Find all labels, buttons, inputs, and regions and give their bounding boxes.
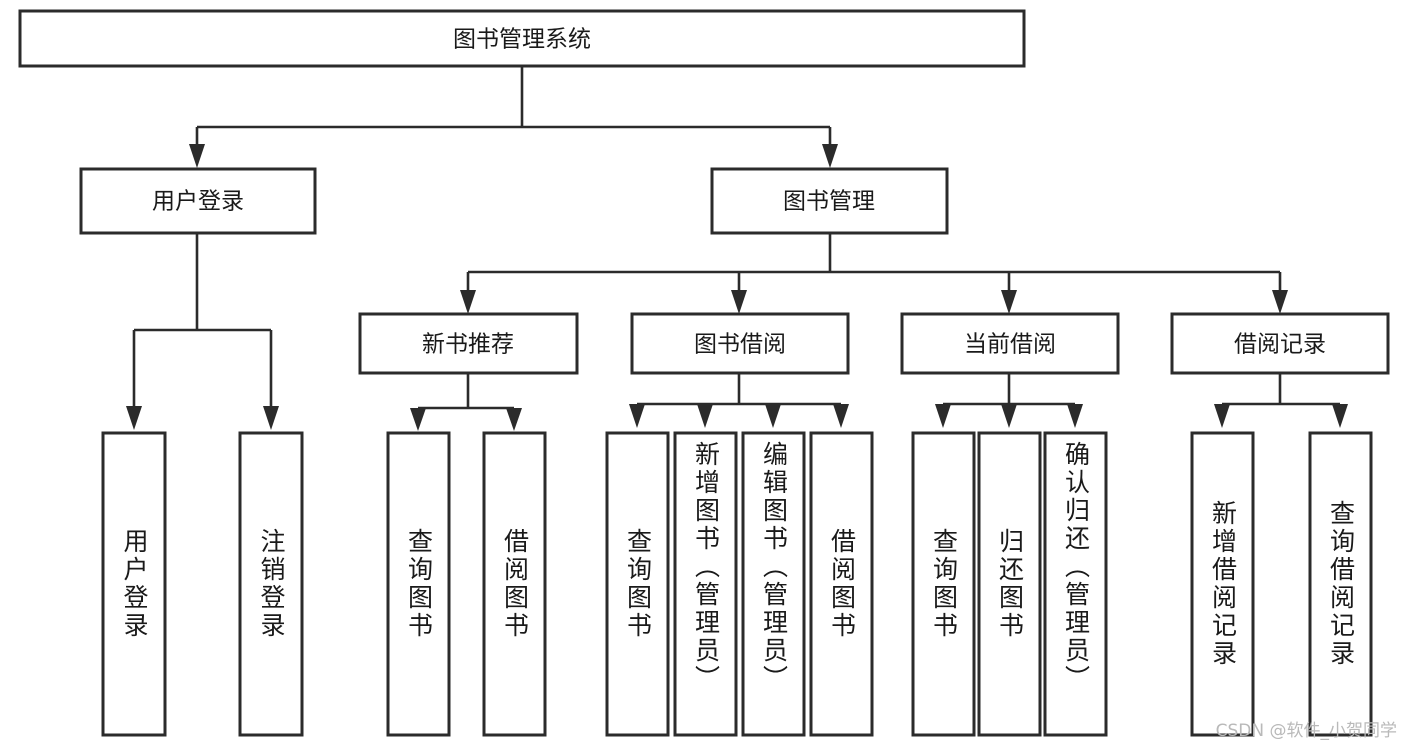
arrow-new-book-recommend bbox=[460, 290, 476, 314]
arrow-nb-borrow-book bbox=[506, 408, 522, 431]
arrow-current-borrow bbox=[1001, 290, 1017, 314]
leaf-boxes-borrow-record bbox=[1190, 431, 1373, 737]
node-new-book-recommend-label: 新书推荐 bbox=[422, 332, 514, 358]
node-borrow-record-label: 借阅记录 bbox=[1234, 332, 1326, 358]
leaf-boxes-user-login bbox=[101, 431, 304, 737]
node-new-book-recommend-box[interactable] bbox=[358, 312, 579, 375]
leaf-box-br-add-record[interactable] bbox=[1190, 431, 1255, 737]
arrow-book-borrow bbox=[731, 290, 747, 314]
arrow-leaf-user-login bbox=[126, 406, 142, 430]
arrow-br-add-record bbox=[1214, 404, 1230, 428]
arrow-bb-add-book bbox=[697, 404, 713, 428]
leaf-box-user-login[interactable] bbox=[101, 431, 167, 737]
node-current-borrow[interactable]: 当前借阅 bbox=[900, 312, 1120, 375]
node-root-box[interactable] bbox=[18, 9, 1026, 68]
node-root[interactable]: 图书管理系统 bbox=[18, 9, 1026, 68]
connector-book-mgmt-to-level3 bbox=[460, 233, 1288, 314]
node-root-label: 图书管理系统 bbox=[453, 27, 591, 53]
arrow-book-mgmt bbox=[822, 144, 838, 168]
node-user-login-label: 用户登录 bbox=[152, 189, 244, 215]
node-book-borrow[interactable]: 图书借阅 bbox=[630, 312, 850, 375]
leaf-boxes-book-borrow bbox=[605, 431, 874, 737]
node-book-borrow-box[interactable] bbox=[630, 312, 850, 375]
leaf-boxes-current-borrow bbox=[911, 431, 1108, 737]
connector-book-borrow-to-leaves bbox=[629, 373, 849, 428]
node-book-management-label: 图书管理 bbox=[783, 189, 875, 215]
node-current-borrow-box[interactable] bbox=[900, 312, 1120, 375]
node-book-management-box[interactable] bbox=[710, 167, 949, 235]
node-borrow-record-box[interactable] bbox=[1170, 312, 1390, 375]
arrow-cb-confirm-return bbox=[1067, 404, 1083, 428]
csdn-watermark: CSDN @软件_小贺同学 bbox=[1215, 721, 1397, 741]
node-user-login[interactable]: 用户登录 bbox=[79, 167, 317, 235]
arrow-leaf-logout bbox=[263, 406, 279, 430]
connector-current-borrow-to-leaves bbox=[935, 373, 1083, 428]
connector-root-to-level2 bbox=[189, 66, 838, 168]
arrow-user-login bbox=[189, 144, 205, 168]
arrow-bb-borrow-book bbox=[833, 404, 849, 428]
leaf-box-logout[interactable] bbox=[238, 431, 304, 737]
connector-borrow-record-to-leaves bbox=[1214, 373, 1348, 428]
arrow-bb-edit-book bbox=[765, 404, 781, 428]
node-user-login-box[interactable] bbox=[79, 167, 317, 235]
node-book-management[interactable]: 图书管理 bbox=[710, 167, 949, 235]
leaf-box-cb-query-book[interactable] bbox=[911, 431, 976, 737]
arrow-br-query-record bbox=[1332, 404, 1348, 428]
leaf-box-cb-confirm-return[interactable] bbox=[1043, 431, 1108, 737]
arrow-bb-query-book bbox=[629, 404, 645, 428]
node-borrow-record[interactable]: 借阅记录 bbox=[1170, 312, 1390, 375]
leaf-box-bb-borrow-book[interactable] bbox=[809, 431, 874, 737]
leaf-box-br-query-record[interactable] bbox=[1308, 431, 1373, 737]
node-new-book-recommend[interactable]: 新书推荐 bbox=[358, 312, 579, 375]
leaf-box-cb-return-book[interactable] bbox=[977, 431, 1042, 737]
leaf-box-bb-add-book[interactable] bbox=[673, 431, 738, 737]
arrow-borrow-record bbox=[1272, 290, 1288, 314]
connector-user-login-to-leaves bbox=[126, 233, 279, 430]
node-book-borrow-label: 图书借阅 bbox=[694, 332, 786, 358]
arrow-cb-return-book bbox=[1001, 404, 1017, 428]
node-current-borrow-label: 当前借阅 bbox=[964, 332, 1056, 358]
arrow-nb-query-book bbox=[410, 408, 426, 431]
leaf-boxes-new-book-recommend bbox=[386, 431, 547, 737]
leaf-box-bb-query-book[interactable] bbox=[605, 431, 670, 737]
connector-new-book-to-leaves bbox=[410, 373, 522, 431]
leaf-box-bb-edit-book[interactable] bbox=[741, 431, 806, 737]
leaf-box-nb-borrow-book[interactable] bbox=[482, 431, 547, 737]
leaf-box-nb-query-book[interactable] bbox=[386, 431, 451, 737]
arrow-cb-query-book bbox=[935, 404, 951, 428]
